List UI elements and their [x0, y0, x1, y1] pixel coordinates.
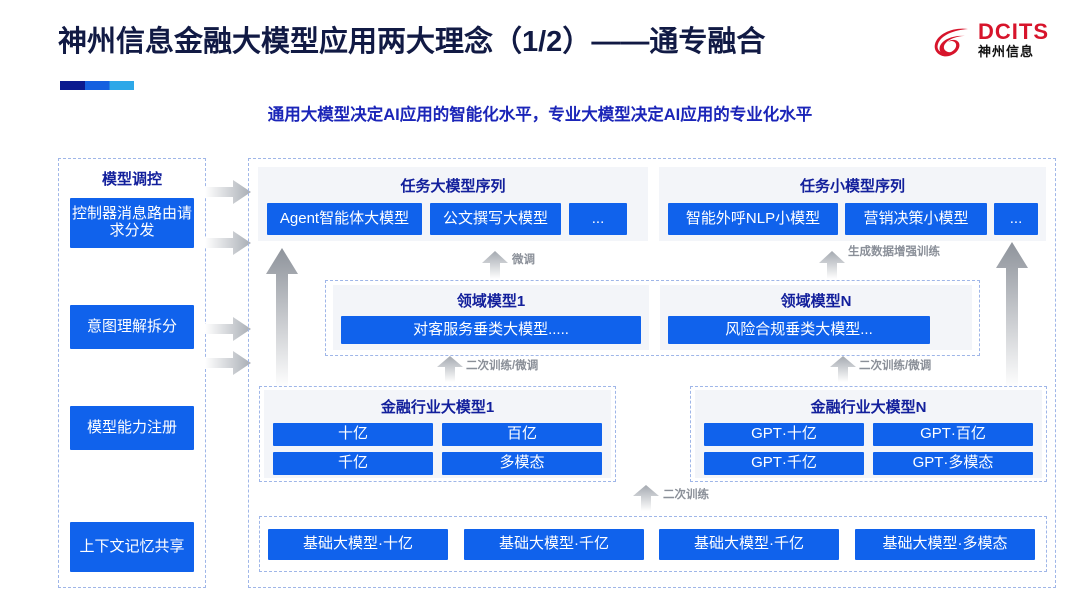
domain-model-n-item[interactable]: 风险合规垂类大模型...	[668, 316, 930, 344]
architecture-container	[248, 158, 1056, 588]
industry-n-item-1[interactable]: GPT·百亿	[873, 423, 1033, 446]
industry-1-item-2[interactable]: 千亿	[273, 452, 433, 475]
logo-text-cn: 神州信息	[978, 44, 1035, 59]
domain-model-1-title: 领域模型1	[456, 293, 526, 310]
annotation-data-augmentation: 生成数据增强训练	[848, 246, 940, 258]
domain-model-1-item[interactable]: 对客服务垂类大模型.....	[341, 316, 641, 344]
task-small-item-0[interactable]: 智能外呼NLP小模型	[668, 203, 838, 235]
task-small-item-1[interactable]: 营销决策小模型	[845, 203, 987, 235]
dcits-logo: DCITS 神州信息	[932, 20, 1064, 72]
task-small-title: 任务小模型序列	[799, 178, 905, 195]
task-large-title: 任务大模型序列	[400, 178, 506, 195]
annotation-retrain-bottom: 二次训练	[663, 489, 709, 501]
foundation-model-1[interactable]: 基础大模型·千亿	[464, 529, 644, 560]
foundation-model-0[interactable]: 基础大模型·十亿	[268, 529, 448, 560]
domain-models-container	[325, 280, 980, 356]
industry-1-item-3[interactable]: 多模态	[442, 452, 602, 475]
page-subtitle: 通用大模型决定AI应用的智能化水平，专业大模型决定AI应用的专业化水平	[267, 106, 813, 124]
flow-arrow-up-long-left	[266, 248, 298, 388]
annotation-retrain-finetune-right: 二次训练/微调	[859, 360, 932, 372]
flow-arrow-up-finetune	[482, 251, 508, 279]
title-underline-rule	[60, 81, 134, 90]
industry-n-item-3[interactable]: GPT·多模态	[873, 452, 1033, 475]
task-large-item-0[interactable]: Agent智能体大模型	[267, 203, 422, 235]
control-item-router[interactable]: 控制器消息路由请求分发	[70, 198, 194, 248]
flow-arrow-up-data-aug	[819, 251, 845, 279]
flow-arrow-right-4	[205, 351, 251, 375]
annotation-retrain-finetune-left: 二次训练/微调	[466, 360, 539, 372]
flow-arrow-right-1	[205, 180, 251, 204]
flow-arrow-up-retrain-left	[437, 356, 463, 382]
flow-arrow-up-retrain-right	[830, 356, 856, 382]
industry-model-n-container	[690, 386, 1047, 482]
flow-arrow-right-3	[205, 317, 251, 341]
logo-wordmark: DCITS 神州信息	[978, 21, 1049, 60]
control-item-context-memory[interactable]: 上下文记忆共享	[70, 522, 194, 572]
domain-model-n-title: 领域模型N	[780, 293, 852, 310]
control-item-intent[interactable]: 意图理解拆分	[70, 305, 194, 349]
flow-arrow-up-long-right	[996, 242, 1028, 388]
foundation-model-2[interactable]: 基础大模型·千亿	[659, 529, 839, 560]
flow-arrow-right-2	[205, 231, 251, 255]
foundation-models-container	[259, 516, 1047, 572]
task-large-item-1[interactable]: 公文撰写大模型	[430, 203, 561, 235]
task-small-item-more[interactable]: ...	[994, 203, 1038, 235]
industry-1-item-0[interactable]: 十亿	[273, 423, 433, 446]
industry-model-1-container	[259, 386, 616, 482]
logo-text-en: DCITS	[978, 19, 1049, 44]
industry-model-n-title: 金融行业大模型N	[810, 399, 927, 416]
flow-arrow-up-retrain-bottom	[633, 485, 659, 511]
control-item-capability-registry[interactable]: 模型能力注册	[70, 406, 194, 450]
model-control-container	[58, 158, 206, 588]
industry-model-1-title: 金融行业大模型1	[380, 399, 495, 416]
industry-n-item-2[interactable]: GPT·千亿	[704, 452, 864, 475]
industry-n-item-0[interactable]: GPT·十亿	[704, 423, 864, 446]
task-large-item-more[interactable]: ...	[569, 203, 627, 235]
industry-1-item-1[interactable]: 百亿	[442, 423, 602, 446]
foundation-model-3[interactable]: 基础大模型·多模态	[855, 529, 1035, 560]
page-title: 神州信息金融大模型应用两大理念（1/2）——通专融合	[58, 26, 766, 58]
swirl-icon	[932, 25, 974, 63]
annotation-finetune: 微调	[512, 254, 535, 266]
model-control-title: 模型调控	[101, 171, 162, 188]
